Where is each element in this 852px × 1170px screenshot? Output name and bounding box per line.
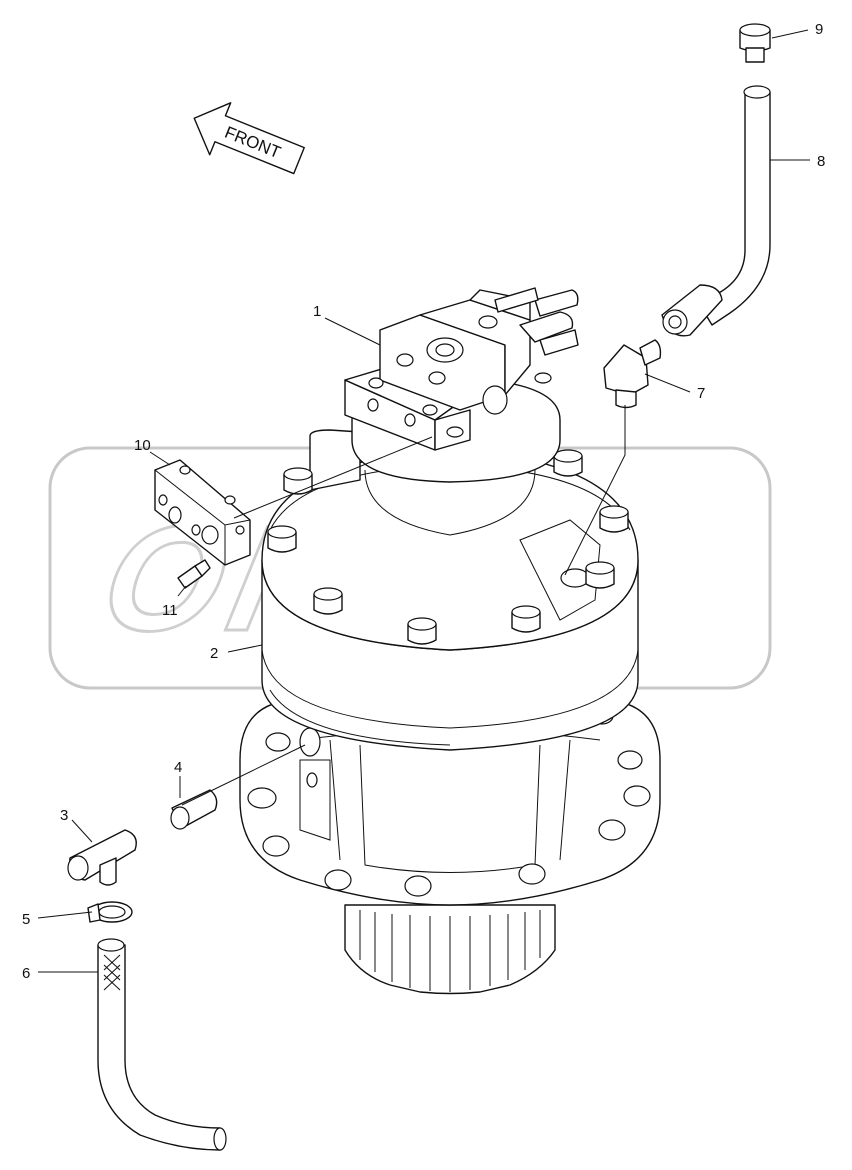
hydraulic-motor xyxy=(344,287,579,483)
hose xyxy=(97,938,227,1151)
body-bolts xyxy=(267,449,629,645)
swing-motor-assembly xyxy=(239,287,661,995)
elbow-fitting xyxy=(603,339,662,409)
callout-4: 4 xyxy=(174,759,182,776)
callout-8: 8 xyxy=(817,153,825,170)
callout-7: 7 xyxy=(697,385,705,402)
front-direction-arrow: FRONT xyxy=(193,102,305,175)
callout-6: 6 xyxy=(22,965,30,982)
callout-labels: 1 2 3 4 5 6 7 8 9 10 11 xyxy=(22,21,825,982)
callout-5: 5 xyxy=(22,911,30,928)
callout-10: 10 xyxy=(134,437,151,454)
adapter-plate xyxy=(154,459,251,566)
lower-housing xyxy=(239,699,661,906)
leader-lines xyxy=(37,29,810,973)
upper-ring-body xyxy=(261,429,639,651)
motor-ports xyxy=(494,287,579,356)
socket-screw xyxy=(177,559,211,589)
callout-3: 3 xyxy=(60,807,68,824)
plug xyxy=(739,23,771,63)
callout-2: 2 xyxy=(210,645,218,662)
callout-1: 1 xyxy=(313,303,321,320)
flange-bolt-holes xyxy=(247,707,651,897)
pipe-assembly xyxy=(661,85,771,337)
pinion-gear xyxy=(344,904,556,995)
callout-9: 9 xyxy=(815,21,823,38)
tee-fitting xyxy=(67,829,137,886)
straight-fitting xyxy=(170,789,218,830)
callout-11: 11 xyxy=(162,602,178,619)
hose-clamp xyxy=(87,901,133,923)
